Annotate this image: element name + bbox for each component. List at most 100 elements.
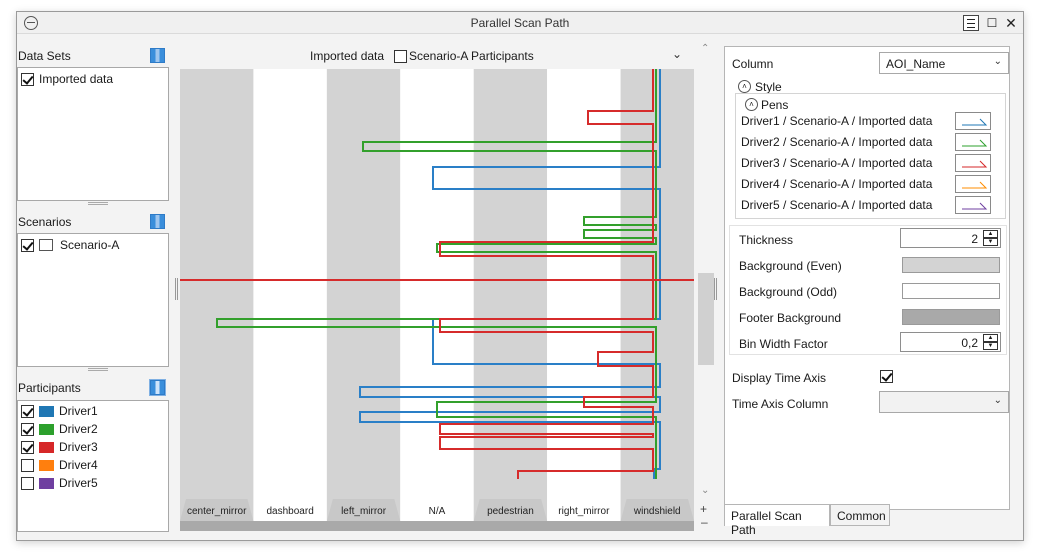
- lane-footer-tab: [547, 499, 621, 521]
- window-title: Parallel Scan Path: [470, 16, 570, 30]
- participant-label: Driver5: [59, 476, 98, 490]
- bin-width-label: Bin Width Factor: [739, 337, 828, 351]
- pen-label: Driver1 / Scenario-A / Imported data: [741, 114, 933, 128]
- lane-footer-tab: [253, 499, 327, 521]
- participants-select-all-icon[interactable]: [149, 379, 166, 396]
- participant-label: Driver1: [59, 404, 98, 418]
- pen-line-icon: [962, 202, 988, 210]
- pens-collapse-icon[interactable]: ˄: [745, 98, 758, 111]
- chart-vertical-scrollbar[interactable]: ⌃ ⌄ + –: [697, 41, 715, 531]
- scroll-up-icon[interactable]: ⌃: [701, 43, 710, 54]
- pen-swatch-driver5[interactable]: [955, 196, 991, 214]
- participant-label: Driver3: [59, 440, 98, 454]
- pens-label: Pens: [761, 98, 789, 112]
- participant-color-swatch: [39, 459, 54, 471]
- participant-item[interactable]: Driver4: [21, 456, 98, 474]
- scenarios-label: Scenarios: [18, 215, 72, 229]
- title-bar: Parallel Scan Path ☐ ✕: [17, 12, 1023, 34]
- lane-n-a: [400, 69, 474, 531]
- spin-up-icon[interactable]: ▲: [983, 334, 998, 342]
- pen-row-driver4[interactable]: Driver4 / Scenario-A / Imported data: [741, 174, 1007, 194]
- time-axis-column-label: Time Axis Column: [732, 397, 829, 411]
- thickness-spinner[interactable]: ▲▼: [983, 230, 998, 246]
- background-even-color[interactable]: [902, 257, 1000, 273]
- chart-scenario-swatch: [394, 50, 407, 63]
- scroll-thumb[interactable]: [698, 273, 714, 365]
- pen-line-icon: [962, 160, 988, 168]
- style-collapse-icon[interactable]: ˄: [738, 80, 751, 93]
- participant-checkbox[interactable]: [21, 422, 34, 436]
- chart-header: Imported data Scenario-A Participants ⌄: [180, 41, 694, 69]
- participant-item[interactable]: Driver3: [21, 438, 98, 456]
- scenario-item[interactable]: Scenario-A: [21, 236, 119, 254]
- bin-width-spinner[interactable]: ▲▼: [983, 334, 998, 350]
- dataset-checkbox[interactable]: [21, 72, 34, 86]
- participant-item[interactable]: Driver5: [21, 474, 98, 492]
- zoom-out-icon[interactable]: –: [701, 515, 708, 529]
- datasets-splitter[interactable]: [88, 202, 108, 205]
- participant-checkbox[interactable]: [21, 404, 34, 418]
- participant-item[interactable]: Driver1: [21, 402, 98, 420]
- participant-checkbox[interactable]: [21, 458, 34, 472]
- window-menu-icon[interactable]: [963, 15, 979, 31]
- chevron-down-icon: ⌄: [993, 56, 1002, 67]
- pen-swatch-driver3[interactable]: [955, 154, 991, 172]
- participant-color-swatch: [39, 405, 54, 417]
- zoom-in-icon[interactable]: +: [700, 502, 708, 516]
- footer-background-color[interactable]: [902, 309, 1000, 325]
- background-odd-label: Background (Odd): [739, 285, 838, 299]
- participants-header: Participants: [17, 379, 169, 397]
- pen-row-driver3[interactable]: Driver3 / Scenario-A / Imported data: [741, 153, 1007, 173]
- scroll-down-icon[interactable]: ⌄: [701, 485, 710, 496]
- pen-row-driver5[interactable]: Driver5 / Scenario-A / Imported data: [741, 195, 1007, 215]
- column-select[interactable]: AOI_Name ⌄: [879, 52, 1009, 74]
- scenarios-select-all-icon[interactable]: [150, 214, 165, 229]
- scenarios-splitter[interactable]: [88, 368, 108, 371]
- datasets-label: Data Sets: [18, 49, 71, 63]
- spin-up-icon[interactable]: ▲: [983, 230, 998, 238]
- tab-parallel-scan-path[interactable]: Parallel Scan Path: [724, 504, 830, 537]
- thickness-input[interactable]: 2 ▲▼: [900, 228, 1001, 248]
- thickness-label: Thickness: [739, 233, 794, 247]
- tab-common[interactable]: Common: [830, 504, 890, 526]
- lane-right-mirror: [547, 69, 621, 531]
- footer-base: [180, 521, 694, 531]
- pen-line-icon: [962, 181, 988, 189]
- scenario-checkbox[interactable]: [21, 238, 34, 252]
- lane-label: N/A: [429, 506, 446, 517]
- scenario-label: Scenario-A: [60, 238, 120, 252]
- participant-checkbox[interactable]: [21, 476, 34, 490]
- background-odd-color[interactable]: [902, 283, 1000, 299]
- participant-color-swatch: [39, 441, 54, 453]
- spin-down-icon[interactable]: ▼: [983, 238, 998, 246]
- spin-down-icon[interactable]: ▼: [983, 342, 998, 350]
- lane-label: right_mirror: [558, 506, 610, 517]
- pen-row-driver2[interactable]: Driver2 / Scenario-A / Imported data: [741, 132, 1007, 152]
- settings-panel: Column AOI_Name ⌄ ˄ Style ˄ Pens Driver1…: [724, 46, 1010, 510]
- chevron-down-icon[interactable]: ⌄: [672, 47, 683, 61]
- dataset-item[interactable]: Imported data: [21, 70, 113, 88]
- pen-swatch-driver4[interactable]: [955, 175, 991, 193]
- close-icon[interactable]: ✕: [1005, 15, 1017, 31]
- time-axis-column-select[interactable]: ⌄: [879, 391, 1009, 413]
- datasets-select-all-icon[interactable]: [150, 48, 165, 63]
- maximize-icon[interactable]: ☐: [986, 16, 998, 30]
- pen-label: Driver3 / Scenario-A / Imported data: [741, 156, 933, 170]
- right-panel-splitter[interactable]: [714, 278, 717, 300]
- pen-swatch-driver2[interactable]: [955, 133, 991, 151]
- pen-row-driver1[interactable]: Driver1 / Scenario-A / Imported data: [741, 111, 1007, 131]
- pen-swatch-driver1[interactable]: [955, 112, 991, 130]
- driver2-scan-path: [216, 69, 657, 479]
- display-time-axis-checkbox[interactable]: [880, 370, 893, 383]
- column-label: Column: [732, 57, 774, 71]
- tab-label: Parallel Scan Path: [731, 509, 802, 537]
- left-panel-splitter[interactable]: [175, 278, 178, 300]
- driver1-scan-path: [359, 69, 661, 479]
- pen-label: Driver4 / Scenario-A / Imported data: [741, 177, 933, 191]
- lane-label: left_mirror: [341, 506, 387, 517]
- participant-checkbox[interactable]: [21, 440, 34, 454]
- lane-label: center_mirror: [187, 506, 247, 517]
- participant-item[interactable]: Driver2: [21, 420, 98, 438]
- bin-width-input[interactable]: 0,2 ▲▼: [900, 332, 1001, 352]
